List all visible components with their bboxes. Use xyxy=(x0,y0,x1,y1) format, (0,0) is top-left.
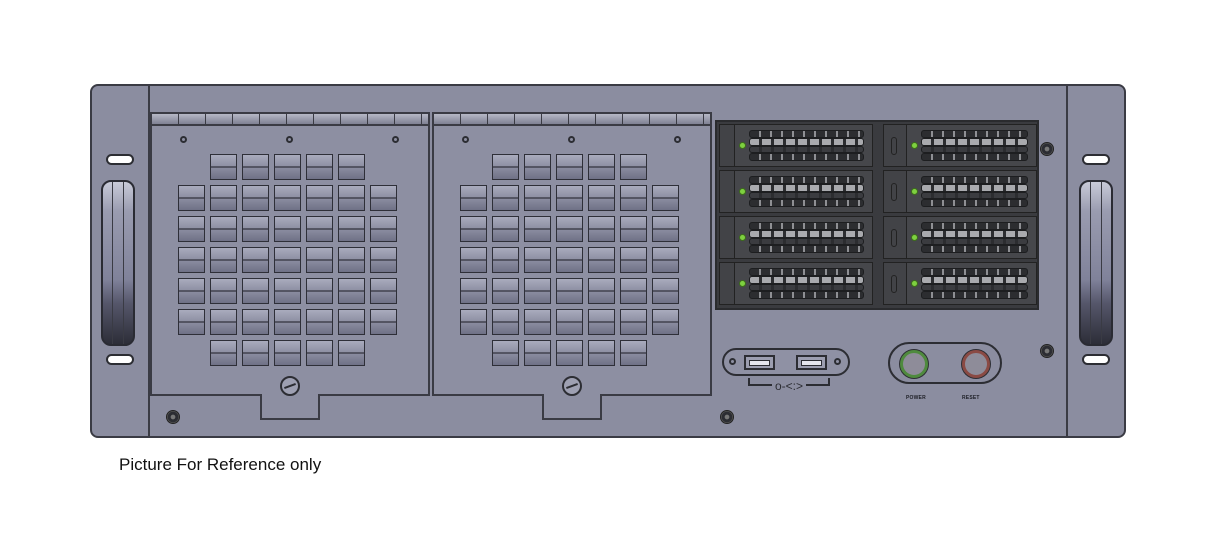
drive-vents xyxy=(921,130,1028,161)
drive-bay-1[interactable] xyxy=(719,124,873,167)
latch-oval xyxy=(891,229,897,247)
bolt-icon xyxy=(1040,344,1054,358)
fan-bay-2[interactable] xyxy=(432,112,712,420)
screw-hole-icon xyxy=(286,136,293,143)
server-chassis-front-panel: o-<:> POWER RESET xyxy=(90,84,1126,438)
drive-vents xyxy=(749,268,864,299)
drive-vents xyxy=(749,176,864,207)
screw-hole-icon xyxy=(462,136,469,143)
thumbscrew-icon[interactable] xyxy=(562,376,582,396)
handle-icon[interactable] xyxy=(1079,180,1113,346)
drive-latch[interactable] xyxy=(884,125,907,166)
drive-led-icon xyxy=(739,142,746,149)
drive-latch[interactable] xyxy=(720,217,735,258)
drive-led-icon xyxy=(739,280,746,287)
drive-latch[interactable] xyxy=(720,263,735,304)
latch-oval xyxy=(891,275,897,293)
drive-bay-5[interactable] xyxy=(883,124,1037,167)
drive-bay-2[interactable] xyxy=(719,170,873,213)
drive-led-icon xyxy=(739,234,746,241)
handle-icon[interactable] xyxy=(101,180,135,346)
mounting-slot xyxy=(1082,354,1110,365)
fan-bay-1[interactable] xyxy=(150,112,430,420)
bolt-icon xyxy=(166,410,180,424)
screw-hole-icon xyxy=(729,358,736,365)
drive-led-icon xyxy=(911,234,918,241)
thumb-tab xyxy=(260,394,320,420)
drive-vents xyxy=(921,176,1028,207)
bolt-icon xyxy=(1040,142,1054,156)
drive-latch[interactable] xyxy=(884,217,907,258)
drive-vents xyxy=(749,222,864,253)
drive-latch[interactable] xyxy=(720,171,735,212)
screw-hole-icon xyxy=(180,136,187,143)
rack-ear-right xyxy=(1066,86,1124,436)
drive-latch[interactable] xyxy=(884,171,907,212)
usb-panel xyxy=(722,348,850,376)
mounting-slot xyxy=(106,354,134,365)
drive-led-icon xyxy=(911,280,918,287)
power-label: POWER xyxy=(906,395,926,401)
drive-vents xyxy=(921,268,1028,299)
hinge xyxy=(152,114,428,126)
hinge xyxy=(434,114,710,126)
drive-bay-4[interactable] xyxy=(719,262,873,305)
mounting-slot xyxy=(106,154,134,165)
bolt-icon xyxy=(720,410,734,424)
drive-bay-6[interactable] xyxy=(883,170,1037,213)
drive-led-icon xyxy=(911,188,918,195)
latch-oval xyxy=(891,183,897,201)
screw-hole-icon xyxy=(568,136,575,143)
drive-vents xyxy=(749,130,864,161)
rack-ear-left xyxy=(92,86,150,436)
usb-icon: o-<:> xyxy=(772,380,806,392)
reset-button[interactable] xyxy=(962,350,990,378)
thumbscrew-icon[interactable] xyxy=(280,376,300,396)
reset-label: RESET xyxy=(962,395,980,401)
mounting-slot xyxy=(1082,154,1110,165)
usb-port-1[interactable] xyxy=(744,355,775,370)
screw-hole-icon xyxy=(674,136,681,143)
drive-latch[interactable] xyxy=(720,125,735,166)
latch-oval xyxy=(891,137,897,155)
drive-latch[interactable] xyxy=(884,263,907,304)
drive-led-icon xyxy=(911,142,918,149)
drive-bay-7[interactable] xyxy=(883,216,1037,259)
power-button[interactable] xyxy=(900,350,928,378)
drive-vents xyxy=(921,222,1028,253)
screw-hole-icon xyxy=(834,358,841,365)
drive-bay-3[interactable] xyxy=(719,216,873,259)
figure-caption: Picture For Reference only xyxy=(119,455,322,474)
usb-port-2[interactable] xyxy=(796,355,827,370)
screw-hole-icon xyxy=(392,136,399,143)
fan-grille xyxy=(178,154,397,366)
button-plate xyxy=(888,342,1002,384)
drive-bay-8[interactable] xyxy=(883,262,1037,305)
drive-cage xyxy=(715,120,1039,310)
fan-grille xyxy=(460,154,679,366)
thumb-tab xyxy=(542,394,602,420)
drive-led-icon xyxy=(739,188,746,195)
